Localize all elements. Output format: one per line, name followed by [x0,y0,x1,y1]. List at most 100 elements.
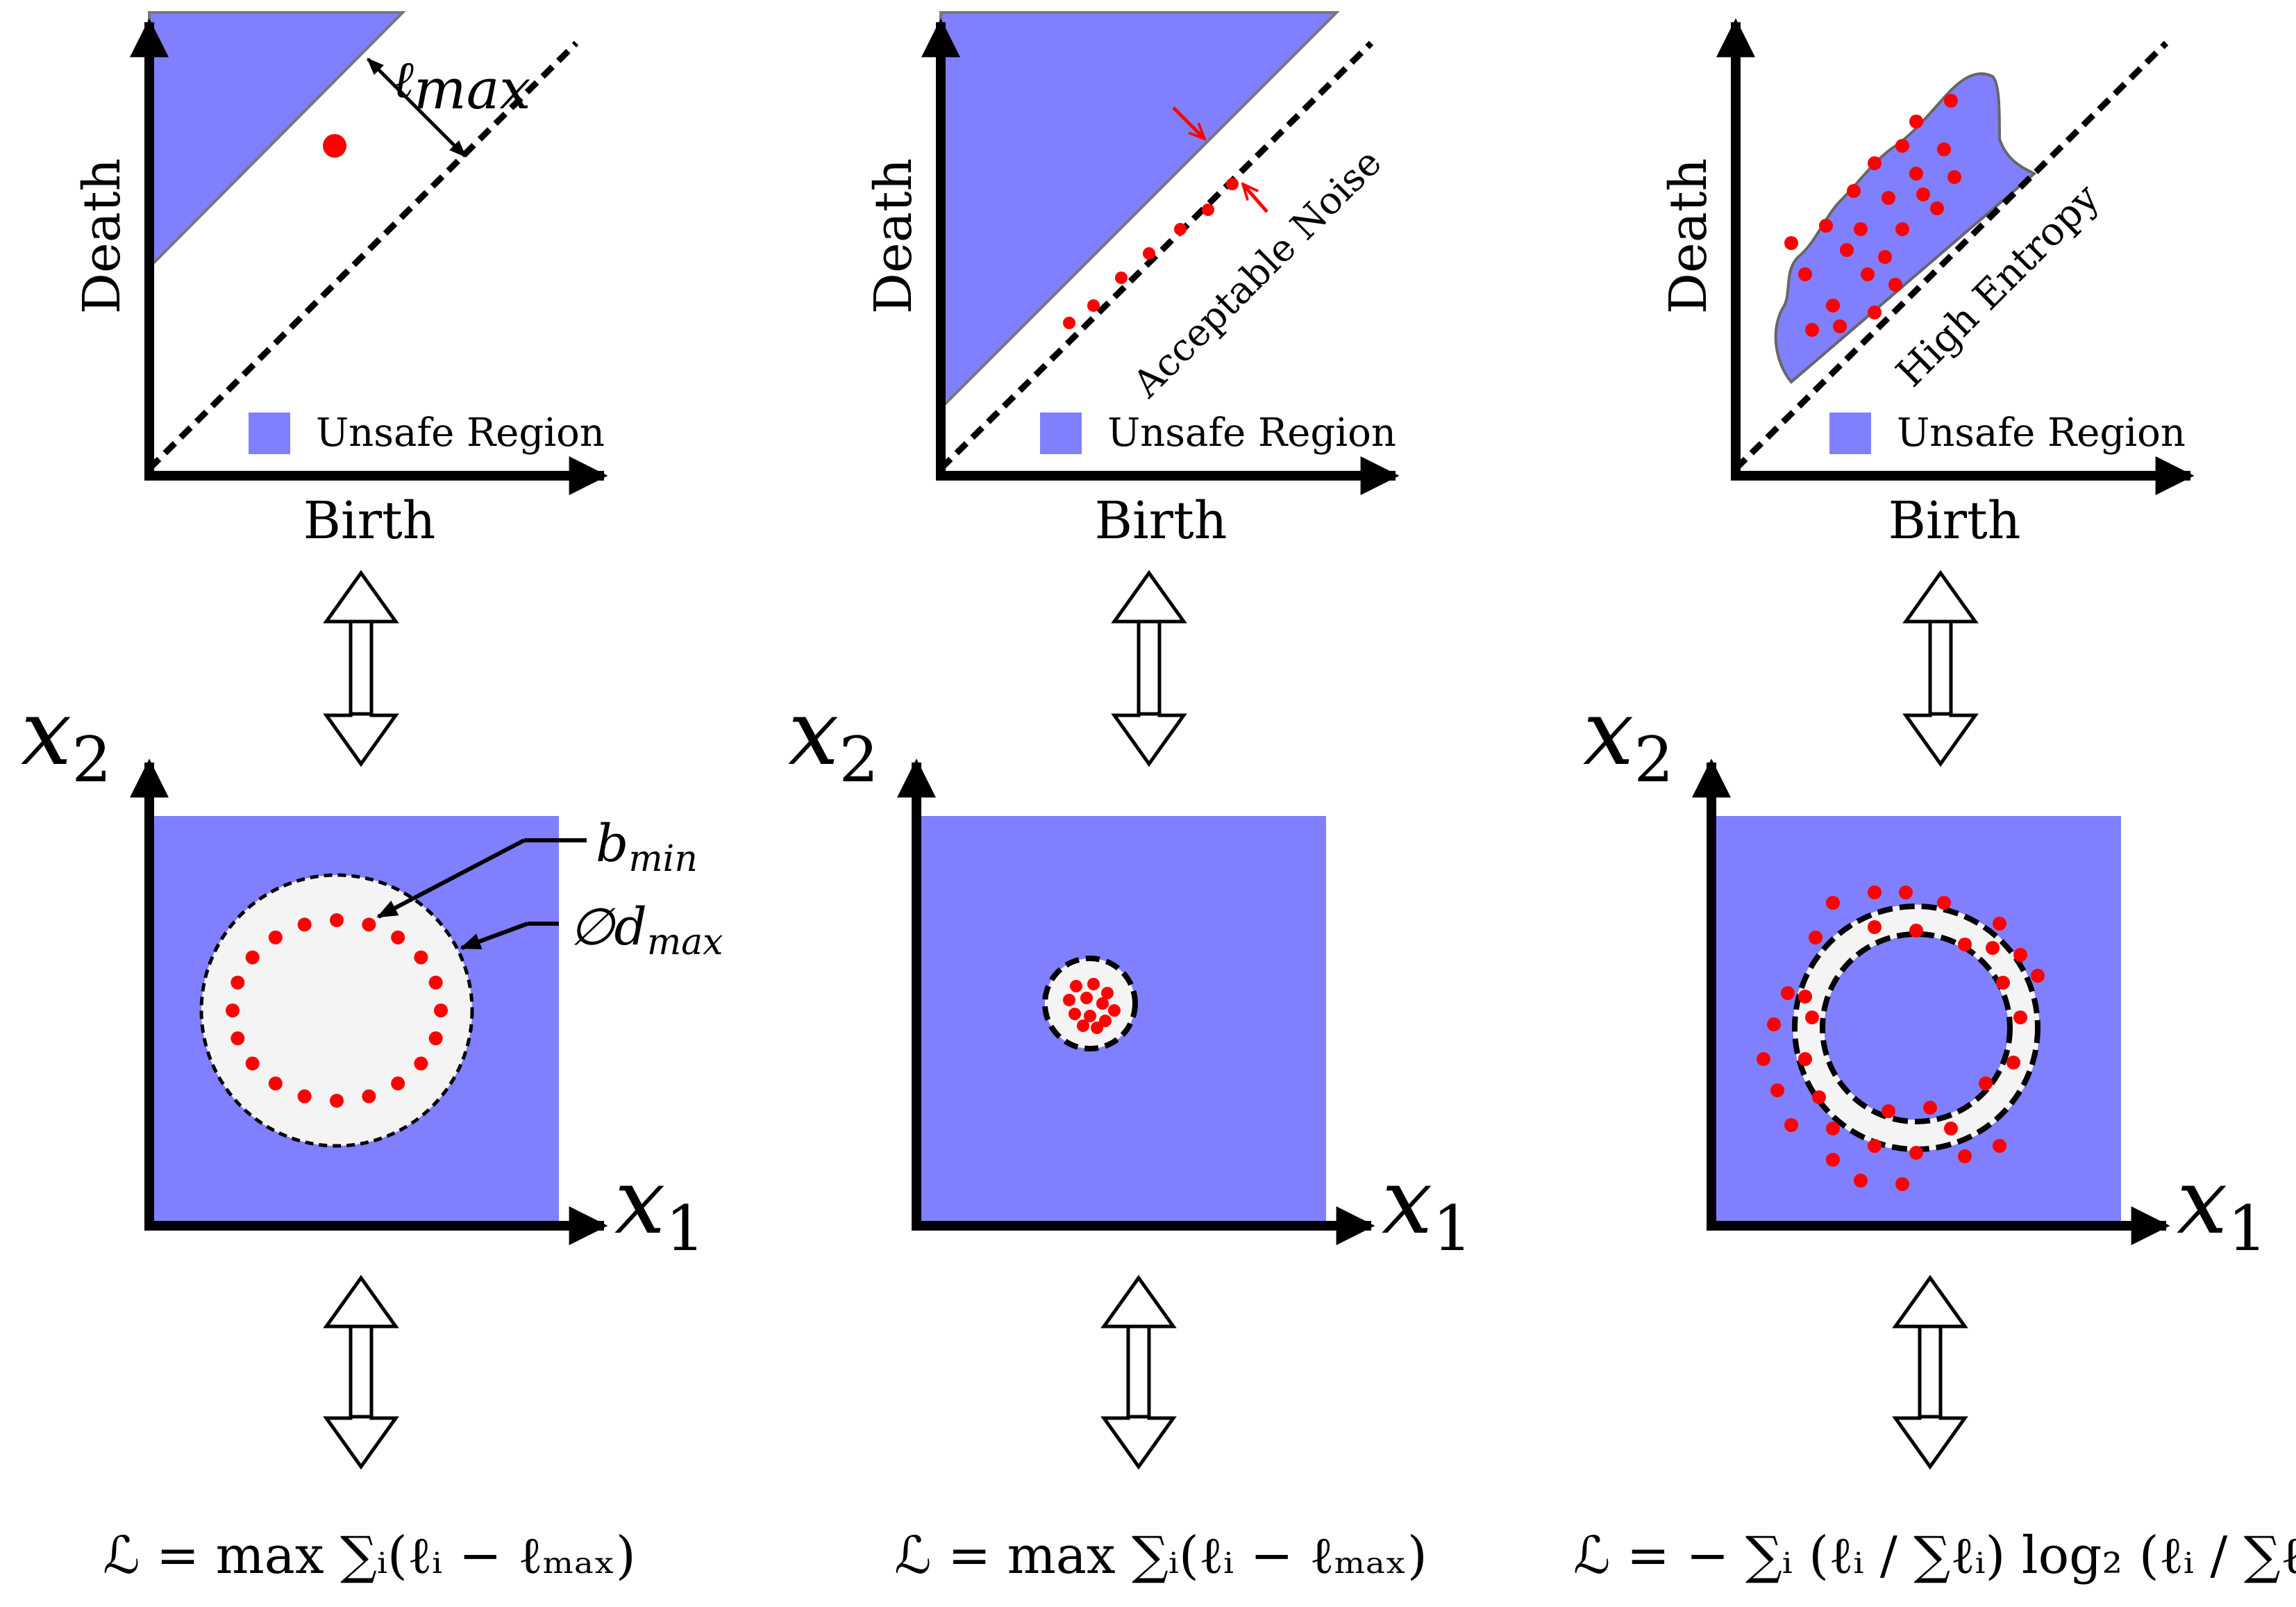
data-point [1115,272,1128,284]
scattered-points [1784,94,1961,337]
data-point [1993,917,2006,931]
persistence-diagram: ℓmax Unsafe Region Birth Death [72,11,608,551]
point-cloud [226,913,448,1108]
unsafe-region [148,11,406,271]
data-point [1944,94,1958,108]
x-axis-label: Birth [1888,491,2021,551]
data-point [1174,223,1187,235]
safe-annulus [1793,904,2040,1151]
data-point [1958,1149,1972,1163]
data-point [1070,980,1082,992]
data-point [428,975,443,990]
data-point [1767,1017,1781,1031]
legend-label: Unsafe Region [1107,410,1396,456]
x-axis-label: Birth [303,491,436,551]
data-point [1895,139,1909,153]
data-point [330,913,344,927]
data-point [2013,948,2027,962]
data-space-plot: bmin ∅dmax x2 x1 [21,680,723,1265]
data-point [1899,885,1913,899]
data-point [1087,299,1100,312]
data-point [1909,167,1923,181]
panel-high-entropy: High Entropy Unsafe Region Birth Death x… [1573,18,2296,1585]
panel-acceptable-noise: Acceptable Noise Unsafe Region Birth Dea… [788,11,1473,1585]
data-point [1930,201,1944,215]
data-space-plot: x2 x1 [1583,680,2268,1265]
unsafe-region [939,11,1340,412]
annulus-inner-boundary [1820,931,2013,1124]
loss-formula: ℒ = max ∑ᵢ(ℓᵢ − ℓₘₐₓ) [103,1526,635,1585]
data-point [2006,1056,2020,1069]
data-point [1087,978,1100,990]
data-point [1826,1122,1840,1135]
loss-formula: ℒ = − ∑ᵢ (ℓᵢ / ∑ℓᵢ) log₂ (ℓᵢ / ∑ℓᵢ) [1573,1526,2296,1585]
data-point [1063,994,1075,1006]
data-point [1847,184,1861,198]
persistence-diagram: Acceptable Noise Unsafe Region Birth Dea… [864,11,1400,551]
data-point [226,1004,240,1017]
x2-label: x2 [788,680,879,797]
noise-arrow-bottom [1243,184,1268,213]
data-point [1798,267,1812,281]
double-arrow-upper [1111,569,1187,767]
data-point [1947,170,1961,184]
data-point [362,917,376,932]
data-point [1826,896,1840,910]
data-point [297,917,312,932]
data-point [1101,987,1114,999]
loss-formula: ℒ = max ∑ᵢ(ℓᵢ − ℓₘₐₓ) [894,1526,1427,1585]
y-axis-label: Death [864,158,923,315]
diagonal-line [146,40,579,472]
data-point [1781,986,1795,1000]
legend-swatch [249,413,290,454]
double-arrow-lower [323,1274,399,1470]
data-point [297,1089,312,1104]
data-point [1798,990,1812,1004]
data-point [268,1076,283,1091]
near-diagonal-points [1063,178,1239,329]
data-point [1819,219,1833,233]
x-axis-label: Birth [1095,491,1227,551]
data-point [245,950,260,965]
diagonal-line [938,40,1374,472]
data-point [1069,1008,1081,1020]
x2-label: x2 [1583,680,1674,797]
legend-label: Unsafe Region [1897,410,2186,456]
data-point [1882,1104,1895,1118]
data-point [1916,188,1930,201]
double-arrow-upper [1902,569,1979,767]
x1-label: x1 [614,1149,705,1265]
data-point [1080,992,1093,1004]
callout-arrow-dmax [460,922,529,950]
data-point [1812,1090,1826,1104]
data-point [414,1056,428,1071]
data-point [231,975,245,990]
callout-bmin-label: bmin [596,814,698,880]
data-point [1091,1022,1103,1034]
double-arrow-lower [1100,1274,1177,1470]
data-point [1909,115,1923,128]
y-axis-label: Death [72,158,132,315]
data-point [428,1031,443,1046]
data-point [1108,1004,1121,1017]
data-point [330,1094,344,1108]
data-point [1805,323,1819,337]
data-point [1226,178,1239,190]
data-point [1809,931,1822,944]
legend-label: Unsafe Region [316,410,605,456]
data-point [1937,142,1951,156]
data-point [391,930,405,944]
data-point [1868,885,1882,899]
diagonal-line [1733,40,2169,472]
callout-arrow-bmin [376,838,526,919]
data-point [1909,924,1923,938]
data-point [1833,319,1847,333]
data-point [1854,1174,1868,1188]
data-point [1798,1052,1812,1066]
data-point [1878,250,1892,264]
data-point [1805,1010,1819,1024]
data-point [245,1056,260,1071]
y-axis-label: Death [1659,158,1718,315]
data-point [2031,969,2045,983]
data-point [1895,1177,1909,1191]
